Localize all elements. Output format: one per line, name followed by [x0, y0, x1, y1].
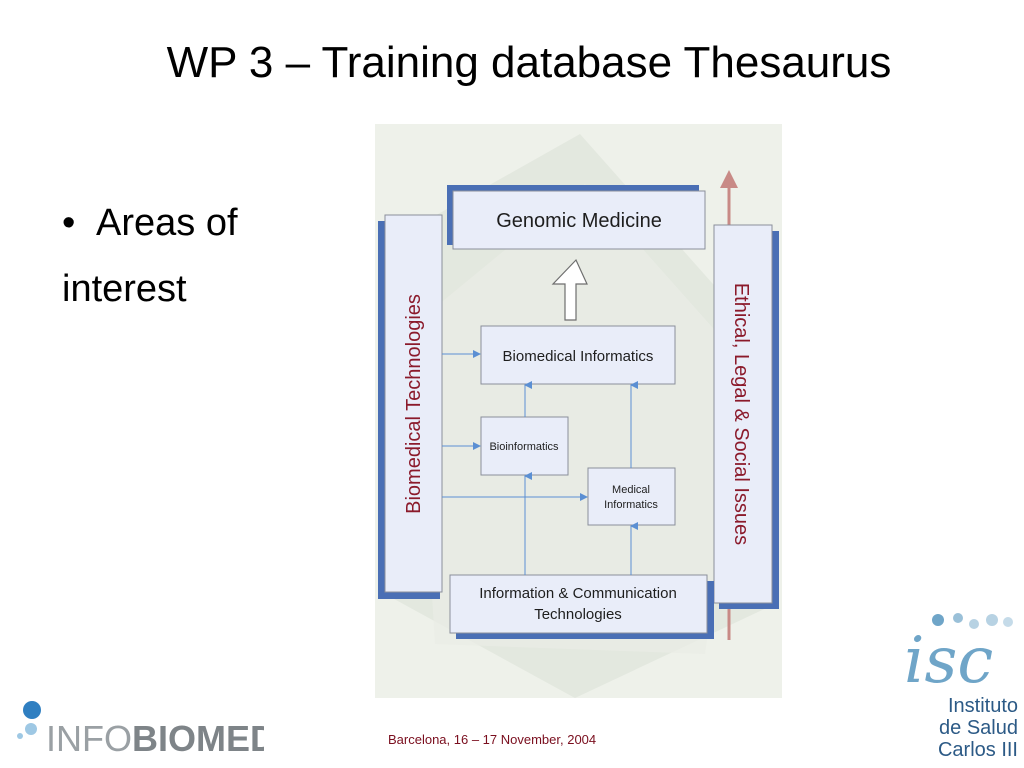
genomic-medicine-label: Genomic Medicine	[496, 210, 662, 232]
elsi-arrow-head	[720, 170, 738, 188]
isc-logo: isc Instituto de Salud Carlos III	[904, 613, 1018, 761]
bullet-marker: •	[62, 202, 76, 244]
footer-date: Barcelona, 16 – 17 November, 2004	[388, 732, 597, 747]
isc-dot-1	[932, 614, 944, 626]
ict-label-line2: Technologies	[534, 606, 622, 623]
biomed-tech-label: Biomedical Technologies	[403, 294, 425, 514]
bullet-text-line1: Areas of	[96, 202, 238, 244]
elsi-label: Ethical, Legal & Social Issues	[730, 283, 752, 545]
infobiomed-text: INFOBIOMED	[46, 718, 264, 756]
genomic-medicine-box	[452, 190, 706, 250]
biomedical-informatics-label: Biomedical Informatics	[503, 348, 654, 365]
isc-dot-3	[969, 619, 979, 629]
slide-title: WP 3 – Training database Thesaurus	[166, 38, 892, 87]
medical-informatics-label-line1: Medical	[612, 484, 650, 496]
logo-dot-medium	[25, 723, 37, 735]
logo-dot-small	[17, 733, 23, 739]
biomedical-informatics-box	[480, 325, 676, 385]
isc-dot-4	[986, 614, 998, 626]
isc-name-line2: de Salud	[939, 717, 1018, 739]
bullet-item: • Areas of	[62, 190, 238, 256]
medical-informatics-label-line2: Informatics	[604, 499, 658, 511]
logo-dot-large	[23, 701, 41, 719]
ict-box	[449, 574, 708, 634]
bullet-text-line2: interest	[62, 268, 187, 310]
infobiomed-part1: INFO	[46, 718, 132, 756]
hollow-up-arrow	[551, 258, 588, 321]
diagram-background-diamond-inner	[415, 184, 745, 654]
elsi-bar	[713, 224, 773, 604]
bioinformatics-box	[480, 416, 569, 476]
isc-name-line3: Carlos III	[938, 739, 1018, 761]
biomed-tech-bar	[384, 214, 443, 593]
isc-dot-2	[953, 613, 963, 623]
bioinformatics-label: Bioinformatics	[489, 441, 559, 453]
infobiomed-logo: INFOBIOMED	[17, 701, 264, 756]
isc-mark: isc	[904, 624, 993, 698]
infobiomed-part2: BIOMED	[132, 718, 264, 756]
areas-diagram: Genomic Medicine Biomedical Technologies…	[375, 124, 782, 698]
medical-informatics-box	[587, 467, 676, 526]
ict-label-line1: Information & Communication	[479, 585, 677, 602]
isc-name-line1: Instituto	[948, 695, 1018, 717]
bullet-list: • Areas of interest	[62, 190, 238, 322]
isc-dot-5	[1003, 617, 1013, 627]
